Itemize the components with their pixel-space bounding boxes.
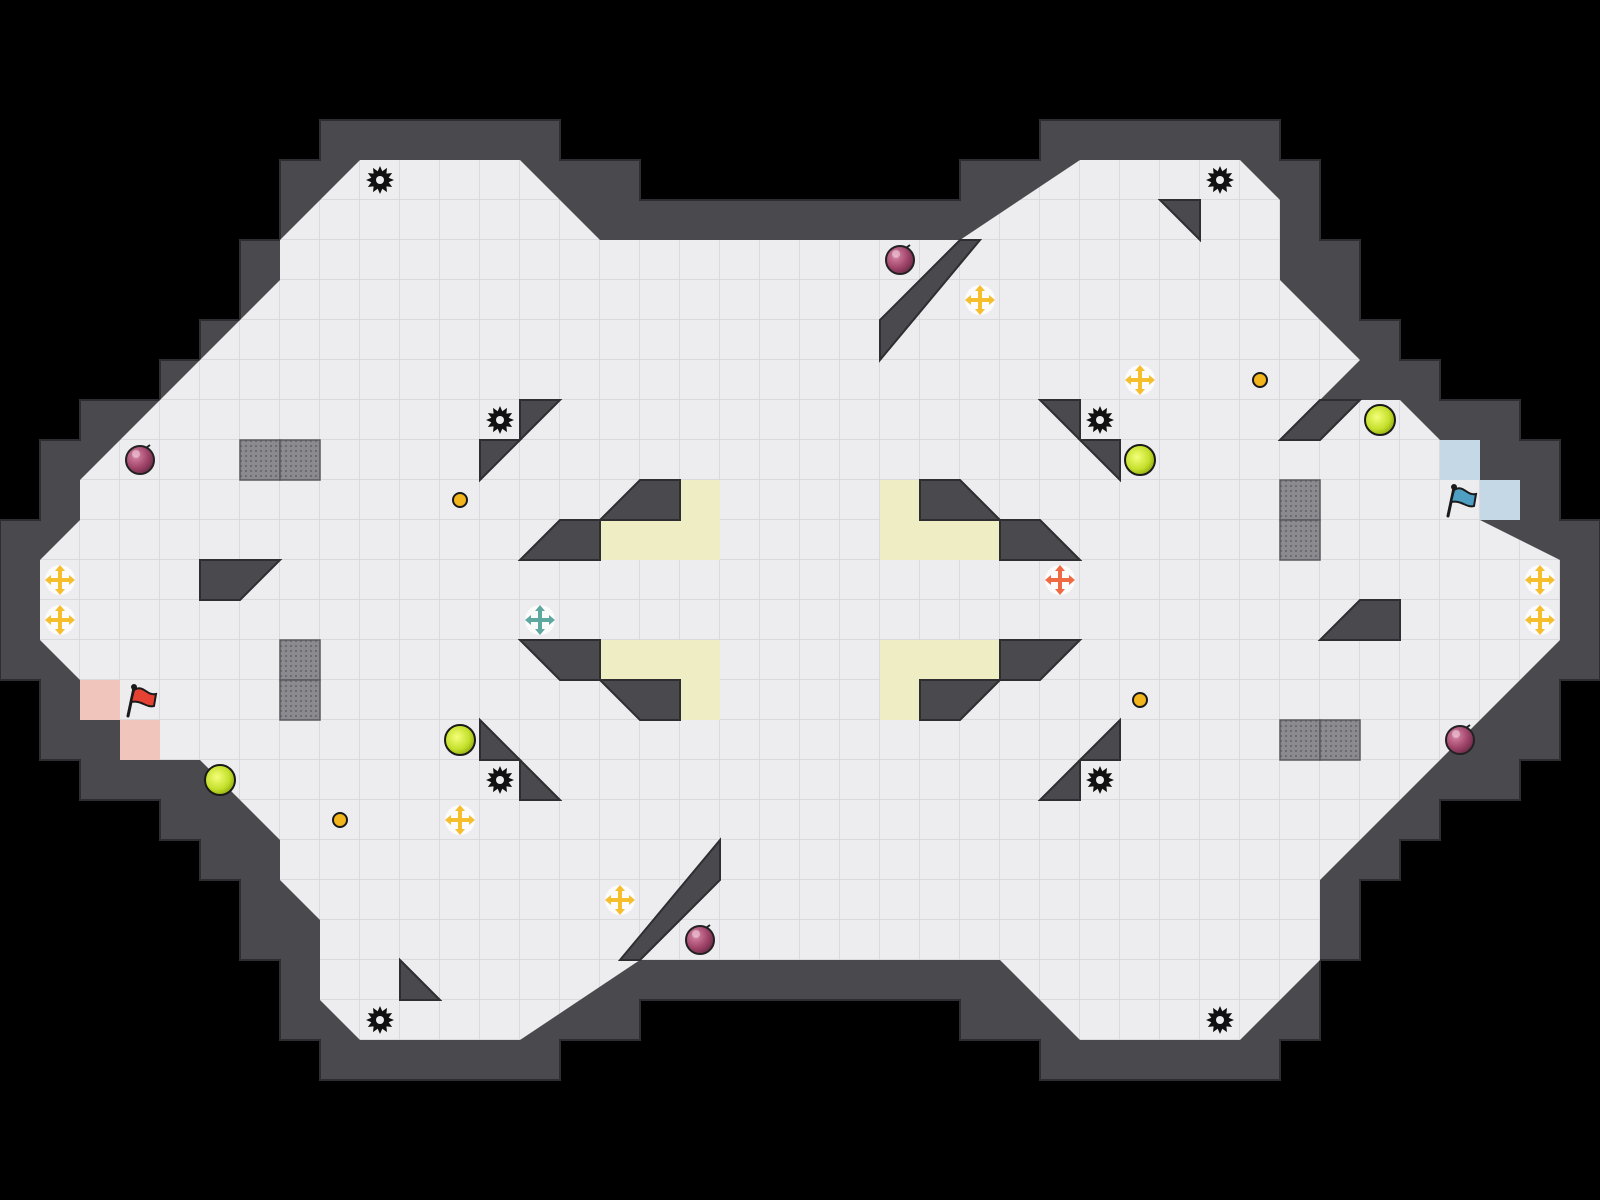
- blue-flag-icon[interactable]: [1446, 484, 1478, 518]
- speed-boost-icon[interactable]: [605, 885, 635, 915]
- blue-base-tile: [1440, 440, 1480, 480]
- coin-icon[interactable]: [452, 492, 468, 508]
- energy-orb-icon[interactable]: [1364, 404, 1396, 436]
- coin-icon[interactable]: [1132, 692, 1148, 708]
- spike-mine-icon: [486, 766, 514, 794]
- spike-mine-icon: [1206, 166, 1234, 194]
- bomb-icon[interactable]: [125, 444, 155, 475]
- spike-mine-icon: [1206, 1006, 1234, 1034]
- interior-walls: [199, 199, 1401, 1001]
- speed-boost-icon[interactable]: [45, 605, 75, 635]
- crate[interactable]: [239, 439, 281, 481]
- spike-mine-icon: [486, 406, 514, 434]
- red-flag-icon[interactable]: [126, 684, 158, 718]
- bomb-icon[interactable]: [885, 244, 915, 275]
- red-base-tile: [120, 720, 160, 760]
- coin-icon[interactable]: [1252, 372, 1268, 388]
- teal-boost-icon[interactable]: [525, 605, 555, 635]
- arena-floor: [40, 160, 1560, 1040]
- spike-mine-icon: [366, 166, 394, 194]
- crate[interactable]: [1279, 519, 1321, 561]
- red-base-tile: [80, 680, 120, 720]
- spike-mine-icon: [1086, 766, 1114, 794]
- spike-mine-icon: [366, 1006, 394, 1034]
- crate[interactable]: [1319, 719, 1361, 761]
- orange-boost-icon[interactable]: [1045, 565, 1075, 595]
- energy-orb-icon[interactable]: [444, 724, 476, 756]
- bomb-icon[interactable]: [1445, 724, 1475, 755]
- crate[interactable]: [279, 679, 321, 721]
- speed-boost-icon[interactable]: [445, 805, 475, 835]
- spike-mine-icon: [1086, 406, 1114, 434]
- speed-boost-icon[interactable]: [45, 565, 75, 595]
- crate[interactable]: [1279, 479, 1321, 521]
- coin-icon[interactable]: [332, 812, 348, 828]
- energy-orb-icon[interactable]: [1124, 444, 1156, 476]
- blue-base-tile: [1480, 480, 1520, 520]
- speed-boost-icon[interactable]: [965, 285, 995, 315]
- speed-boost-icon[interactable]: [1525, 565, 1555, 595]
- crate[interactable]: [1279, 719, 1321, 761]
- crate[interactable]: [279, 439, 321, 481]
- bomb-icon[interactable]: [685, 924, 715, 955]
- energy-orb-icon[interactable]: [204, 764, 236, 796]
- speed-boost-icon[interactable]: [1125, 365, 1155, 395]
- speed-boost-icon[interactable]: [1525, 605, 1555, 635]
- crate[interactable]: [279, 639, 321, 681]
